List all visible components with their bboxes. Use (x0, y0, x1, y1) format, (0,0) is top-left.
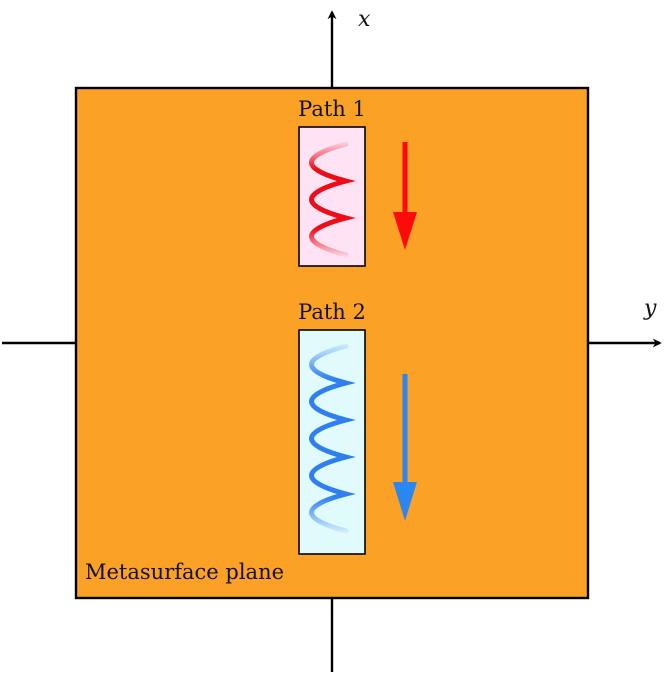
path1-label: Path 1 (298, 97, 366, 121)
y-axis-label: y (643, 296, 657, 321)
path2-helix-wave (309, 343, 356, 534)
plane-label: Metasurface plane (85, 560, 284, 584)
path1-helix-wave (309, 141, 356, 258)
path2-box (298, 329, 366, 555)
path1-direction-arrow (393, 142, 417, 250)
path2-label: Path 2 (298, 300, 366, 324)
x-axis-label: x (358, 7, 371, 32)
path2-direction-arrow (393, 374, 417, 521)
